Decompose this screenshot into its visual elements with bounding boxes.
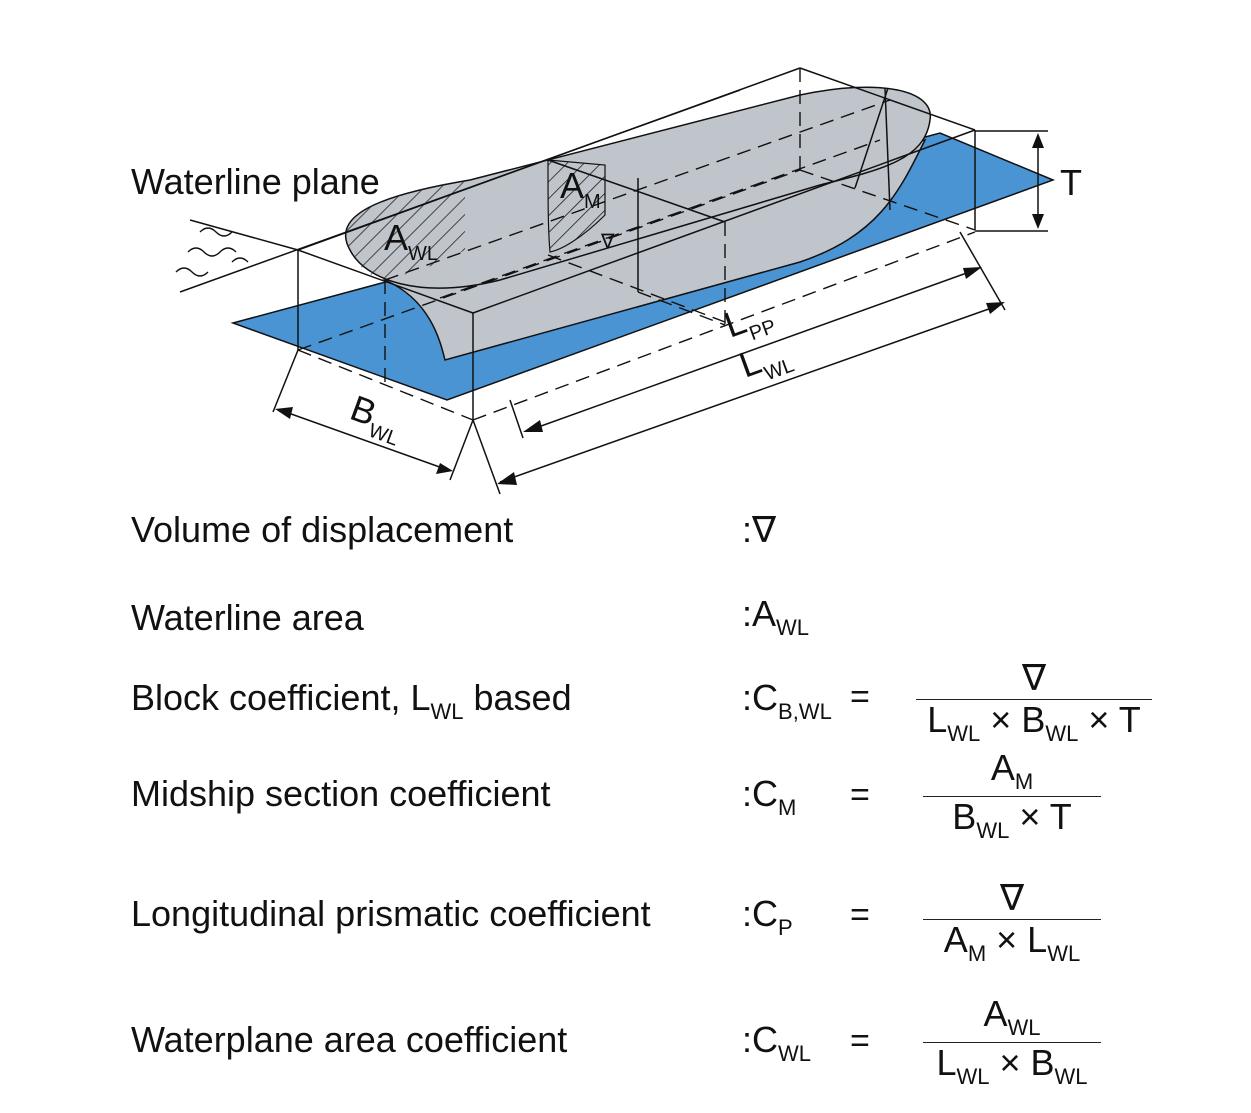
prismatic-coefficient-symbol: :CP <box>742 893 793 940</box>
lpp-dimension <box>272 231 1006 495</box>
draft-label: T <box>1060 162 1082 203</box>
midship-coefficient-symbol: :CM <box>742 773 797 820</box>
block-equals: = <box>850 678 870 716</box>
am-hatch <box>547 159 606 253</box>
waterline-area-symbol: :AWL <box>742 593 810 640</box>
waterline-area-label: Waterline area <box>131 597 364 638</box>
prismatic-fraction: ∇ AM × LWL <box>923 880 1101 965</box>
displacement-diagram-symbol: ∇ <box>600 231 615 253</box>
waterplane-coefficient-symbol: :CWL <box>742 1019 812 1066</box>
prismatic-coefficient-label: Longitudinal prismatic coefficient <box>131 893 651 934</box>
block-fraction: ∇ LWL × BWL × T <box>916 660 1152 745</box>
draft-dimension <box>975 130 1048 232</box>
waterplane-coefficient-label: Waterplane area coefficient <box>131 1019 568 1060</box>
hidden-edges <box>297 68 976 421</box>
midship-coefficient-label: Midship section coefficient <box>131 773 551 814</box>
block-coefficient-label: Block coefficient, LWL based <box>131 677 572 724</box>
waterplane-fraction: AWL LWL × BWL <box>923 996 1101 1088</box>
midship-fraction: AM BWL × T <box>923 750 1101 842</box>
awl-diagram-label: AWL <box>384 217 438 265</box>
volume-symbol: :∇ <box>742 509 777 550</box>
wave-icon <box>175 227 249 277</box>
waterplane-equals: = <box>850 1022 870 1060</box>
midship-equals: = <box>850 776 870 814</box>
bwl-label: BWL <box>343 387 410 451</box>
waterline-plane-label: Waterline plane <box>131 161 380 202</box>
prismatic-equals: = <box>850 896 870 934</box>
block-coefficient-symbol: :CB,WL <box>742 677 832 724</box>
hull-form-diagram: Waterline plane AWL AM ∇ T LPP LWL BWL <box>131 67 1082 495</box>
awl-hatch <box>345 180 465 280</box>
volume-label: Volume of displacement <box>131 509 514 550</box>
am-diagram-label: AM <box>560 165 601 213</box>
